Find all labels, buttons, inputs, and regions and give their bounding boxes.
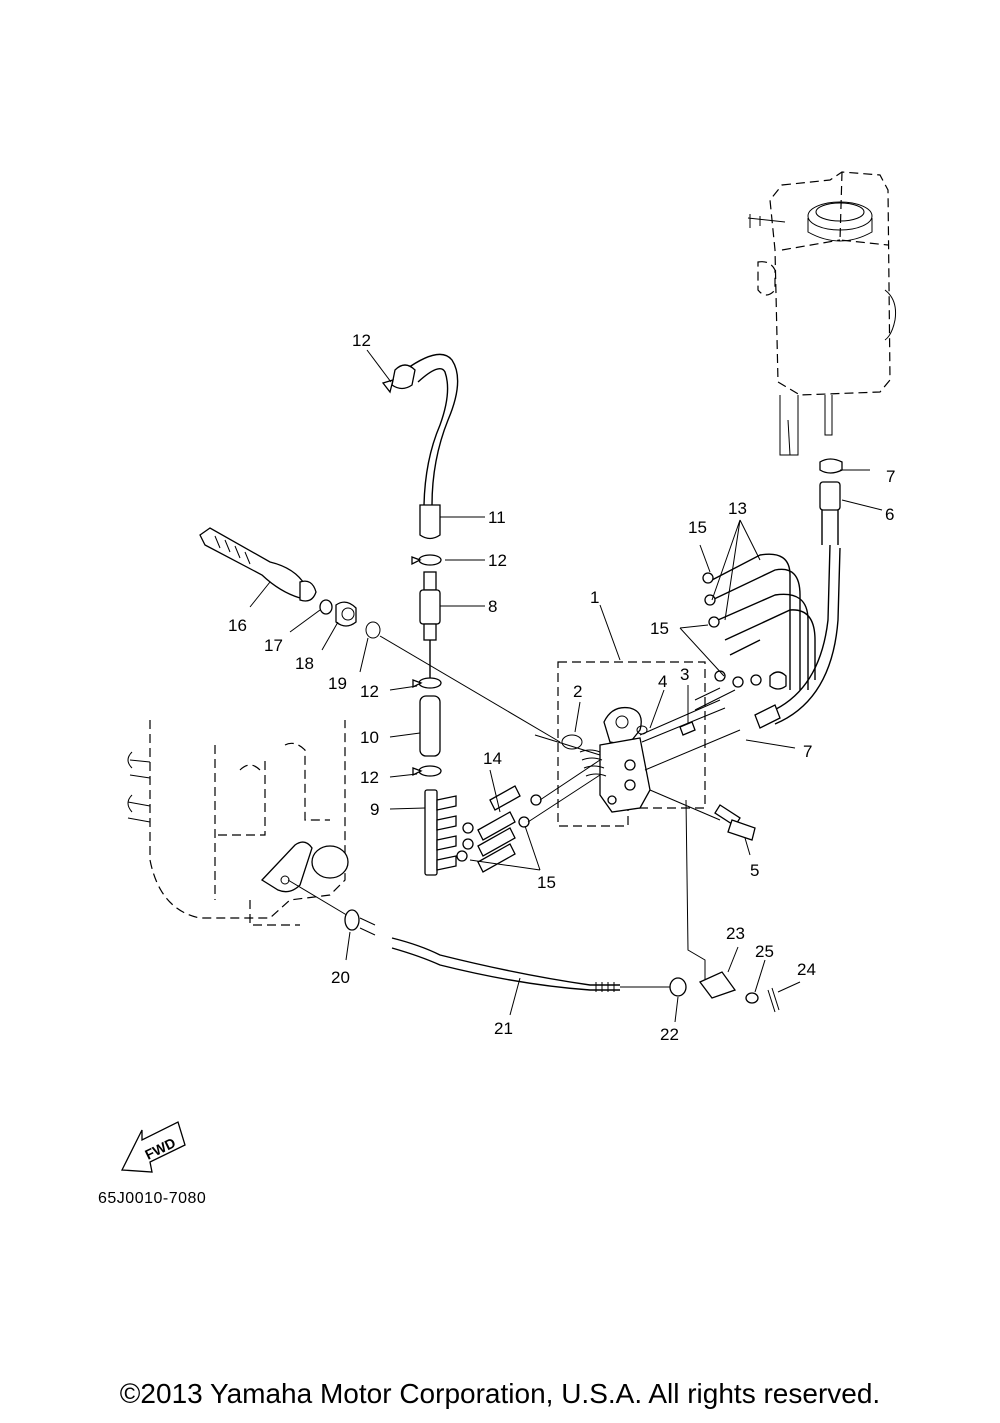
- callout-7-lower: 7: [803, 742, 812, 761]
- check-valve-assy: [411, 554, 442, 777]
- callout-5: 5: [750, 861, 759, 880]
- callout-15-mid: 15: [650, 619, 669, 638]
- callout-12-mid: 12: [488, 551, 507, 570]
- callout-17: 17: [264, 636, 283, 655]
- callout-8: 8: [488, 597, 497, 616]
- callout-20: 20: [331, 968, 350, 987]
- callout-12-lower: 12: [360, 682, 379, 701]
- callout-13: 13: [728, 499, 747, 518]
- callout-22: 22: [660, 1025, 679, 1044]
- callout-10: 10: [360, 728, 379, 747]
- hose-11: [381, 353, 459, 540]
- callout-21: 21: [494, 1019, 513, 1038]
- callout-7-upper: 7: [886, 467, 895, 486]
- drawing-number: 65J0010-7080: [98, 1190, 207, 1207]
- hoses-13: [694, 553, 816, 711]
- callout-24: 24: [797, 960, 816, 979]
- callout-12-top: 12: [352, 331, 371, 350]
- callout-1: 1: [590, 588, 599, 607]
- callout-15-top: 15: [688, 518, 707, 537]
- callout-11: 11: [488, 508, 506, 527]
- oil-pump-1: [534, 661, 756, 841]
- callout-6: 6: [885, 505, 894, 524]
- copyright-notice: ©2013 Yamaha Motor Corporation, U.S.A. A…: [119, 1378, 881, 1409]
- leader-lines: [249, 349, 883, 1023]
- callout-25: 25: [755, 942, 774, 961]
- callout-4: 4: [658, 672, 667, 691]
- hoses-14: [456, 759, 601, 873]
- callout-14: 14: [483, 749, 502, 768]
- callout-16: 16: [228, 616, 247, 635]
- callout-3: 3: [680, 665, 689, 684]
- callout-9: 9: [370, 800, 379, 819]
- control-rod-21: [287, 799, 780, 1013]
- oil-hose-6: [754, 458, 843, 729]
- oil-tank: [747, 171, 896, 456]
- callout-23: 23: [726, 924, 745, 943]
- joint-9: [424, 789, 457, 876]
- callout-12-bottom: 12: [360, 768, 379, 787]
- callout-18: 18: [295, 654, 314, 673]
- callout-labels: 1 2 3 4 5 6 7 7 8 9 10 11 12 12 12 12 13…: [228, 331, 895, 1044]
- engine-block: [127, 720, 349, 926]
- drive-shaft-16: [199, 527, 561, 743]
- callout-19: 19: [328, 674, 347, 693]
- callout-2: 2: [573, 682, 582, 701]
- callout-15-bottom: 15: [537, 873, 556, 892]
- fwd-arrow: FWD: [120, 1121, 186, 1173]
